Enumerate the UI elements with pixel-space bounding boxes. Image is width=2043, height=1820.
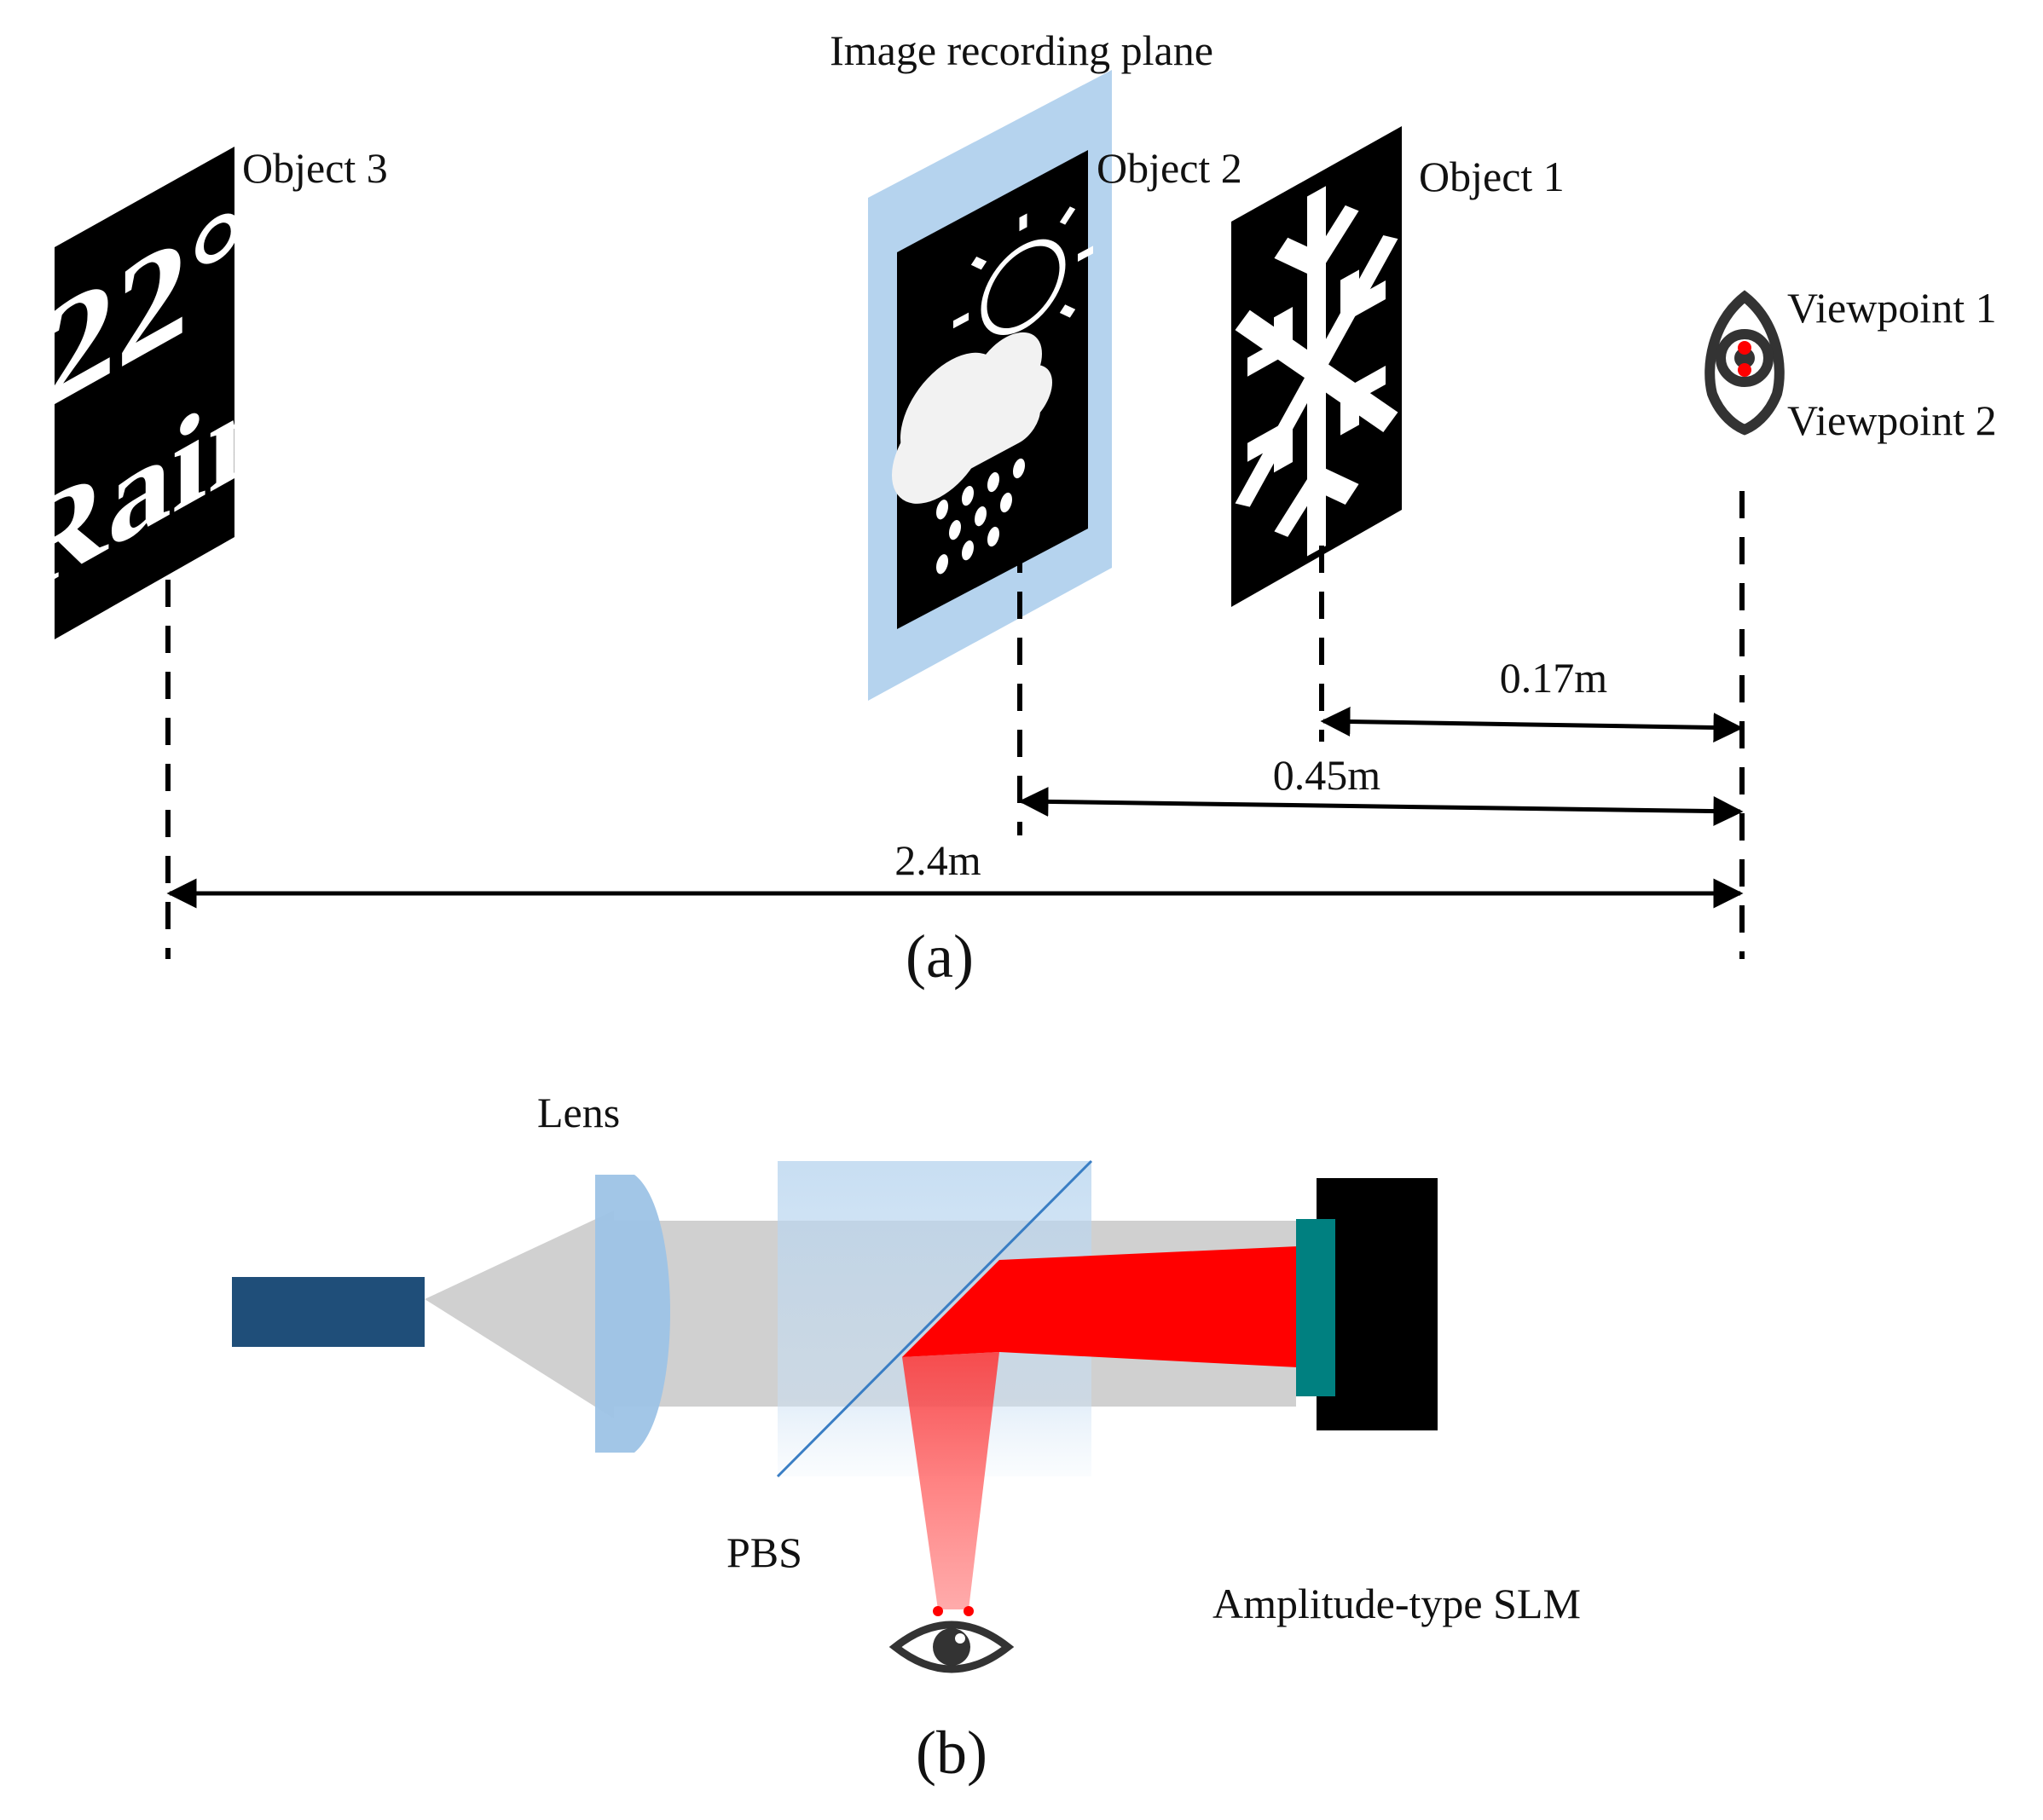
part-b: Lens PBS Amplitude-type SLM (b) bbox=[232, 1089, 1581, 1787]
viewpoint1-label: Viewpoint 1 bbox=[1787, 284, 1997, 332]
slm-body bbox=[1317, 1178, 1438, 1430]
object1-panel bbox=[1231, 126, 1402, 607]
lens-label: Lens bbox=[537, 1089, 620, 1136]
viewpoint1-dot bbox=[1738, 341, 1751, 355]
divergent-beam bbox=[425, 1210, 614, 1418]
caption-b: (b) bbox=[916, 1719, 987, 1787]
eye-beam-right-dot bbox=[964, 1606, 974, 1616]
snowflake-icon bbox=[1235, 186, 1398, 557]
viewpoint2-label: Viewpoint 2 bbox=[1787, 396, 1997, 444]
slm-face bbox=[1296, 1219, 1335, 1396]
caption-a: (a) bbox=[906, 922, 974, 991]
object2-panel bbox=[892, 150, 1093, 629]
lens bbox=[595, 1175, 670, 1453]
viewpoint2-dot bbox=[1738, 363, 1751, 377]
distance-label-2-4m: 2.4m bbox=[894, 836, 981, 884]
distance-label-0-45m: 0.45m bbox=[1273, 751, 1381, 799]
image-plane-label: Image recording plane bbox=[830, 26, 1213, 74]
object3-label: Object 3 bbox=[242, 144, 388, 192]
eye-icon bbox=[888, 1621, 1015, 1673]
viewpoint-eye-icon bbox=[1704, 290, 1785, 436]
distance-arrow-0-17m bbox=[1320, 707, 1744, 742]
slm-label: Amplitude-type SLM bbox=[1212, 1580, 1581, 1627]
object2-label: Object 2 bbox=[1097, 144, 1242, 192]
object3-panel: 22° Rain bbox=[15, 147, 278, 639]
pbs-diagonal bbox=[776, 1159, 1093, 1478]
distance-arrow-0-45m bbox=[1018, 786, 1744, 827]
distance-label-0-17m: 0.17m bbox=[1500, 654, 1608, 702]
laser-source bbox=[232, 1277, 425, 1347]
eye-beam-left-dot bbox=[933, 1606, 943, 1616]
cloud-rain-sun-icon bbox=[892, 206, 1093, 575]
part-a: Image recording plane 22° Rain Object 3 bbox=[15, 26, 1997, 991]
pbs-label: PBS bbox=[726, 1528, 802, 1576]
object1-label: Object 1 bbox=[1419, 153, 1565, 200]
modulated-beam bbox=[902, 1246, 1298, 1367]
eye-beam bbox=[902, 1352, 999, 1609]
